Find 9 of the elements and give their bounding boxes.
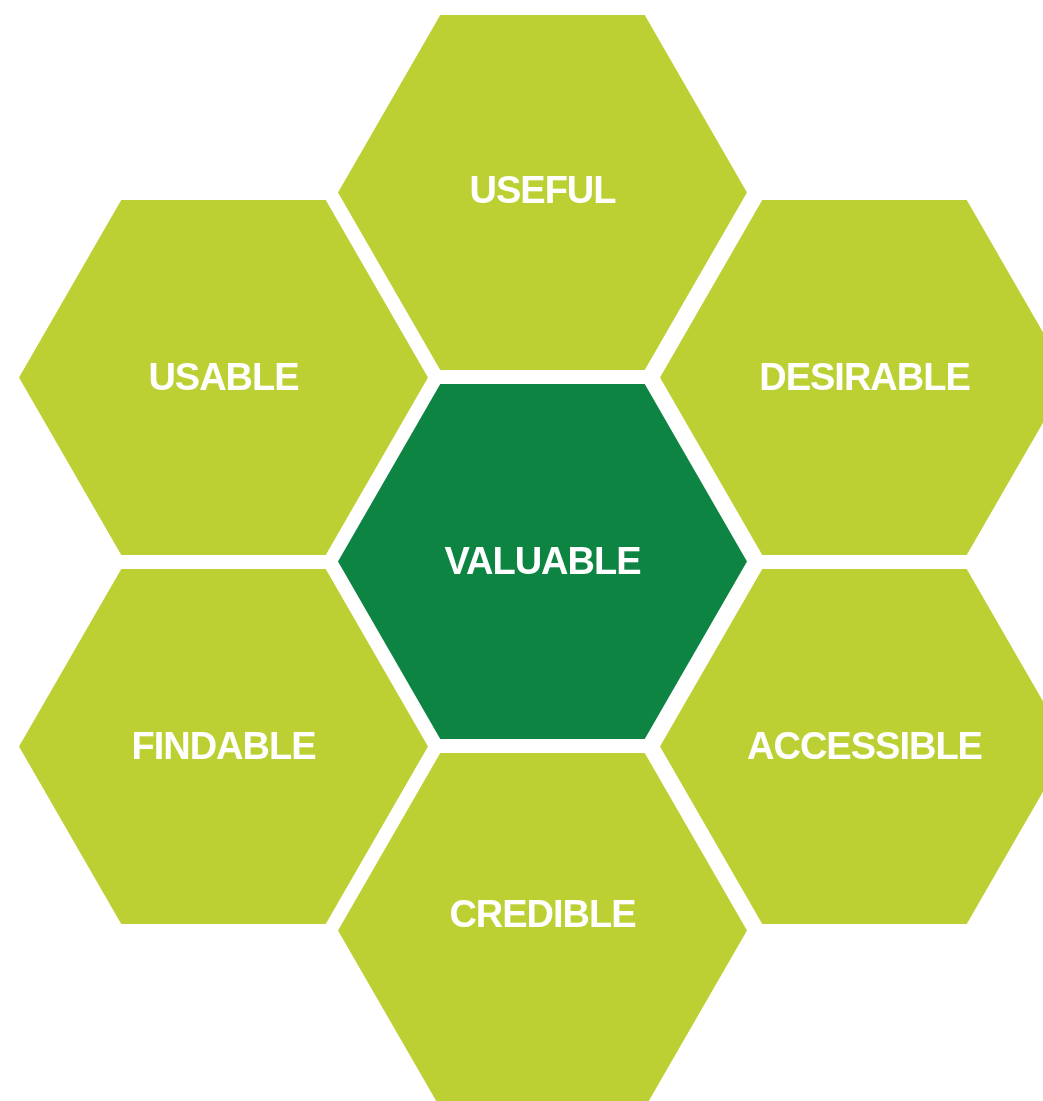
- tile-label: USABLE: [148, 356, 299, 399]
- tile-label: FINDABLE: [131, 725, 316, 768]
- tile-label: DESIRABLE: [759, 356, 970, 399]
- hexagon-tile: [660, 569, 1043, 924]
- tile-label: ACCESSIBLE: [747, 725, 982, 768]
- tile-label: USEFUL: [469, 169, 616, 212]
- hexagon-tile: [660, 200, 1043, 555]
- tile-label: VALUABLE: [444, 540, 641, 583]
- tile-label: CREDIBLE: [449, 893, 636, 936]
